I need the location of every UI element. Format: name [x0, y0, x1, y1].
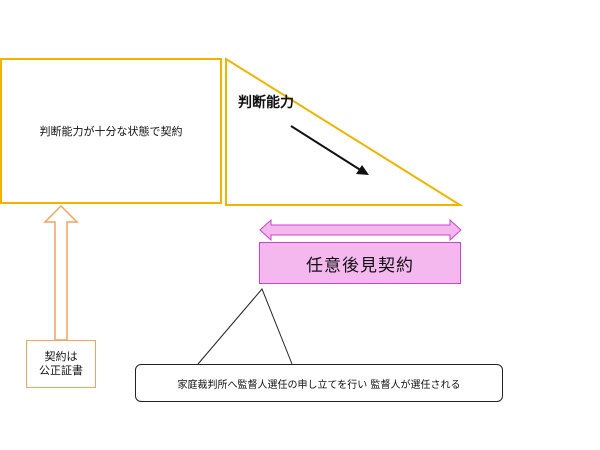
- note-box: 契約は 公正証書: [26, 340, 96, 388]
- main-box: 判断能力が十分な状態で契約: [0, 58, 222, 204]
- decline-label: 判断能力: [238, 95, 294, 111]
- main-box-text: 判断能力が十分な状態で契約: [39, 125, 183, 138]
- diagonal-arrow: [290, 125, 363, 172]
- up-arrow: [43, 204, 79, 341]
- decline-triangle: [225, 57, 464, 206]
- callout-text: 家庭裁判所へ監督人選任の申し立てを行い 監督人が選任される: [177, 379, 461, 391]
- diagonal-arrow-head: [356, 165, 369, 175]
- callout-box: 家庭裁判所へ監督人選任の申し立てを行い 監督人が選任される: [135, 364, 503, 402]
- contract-label: 任意後見契約: [306, 255, 414, 276]
- callout-pointer: [197, 288, 293, 365]
- note-line-1: 契約は: [44, 350, 78, 363]
- double-arrow: [259, 218, 462, 242]
- note-line-2: 公正証書: [39, 364, 83, 377]
- contract-box: 任意後見契約: [259, 242, 461, 284]
